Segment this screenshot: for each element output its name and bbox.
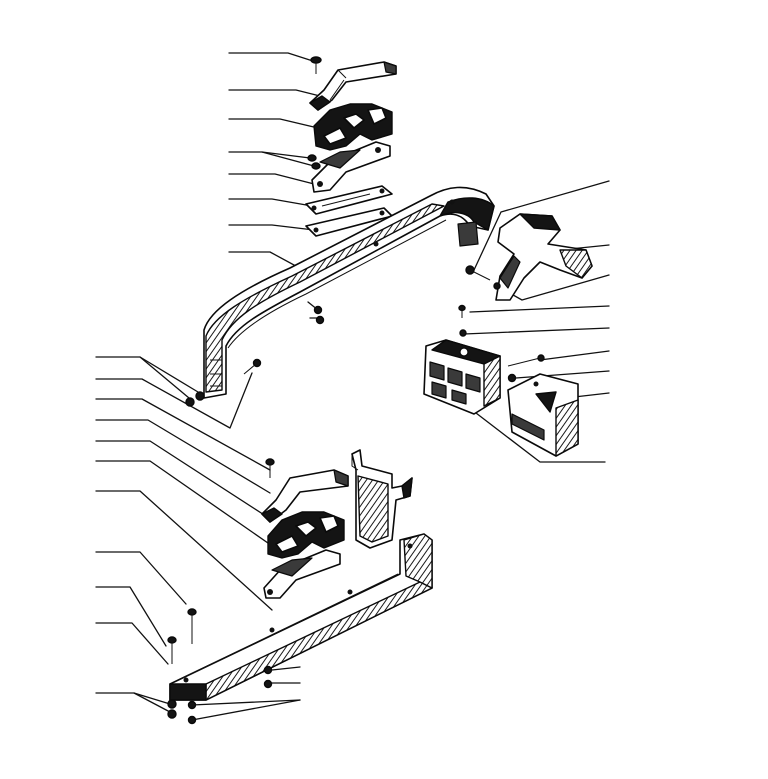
leader-line bbox=[95, 398, 271, 471]
lower-long-bolt bbox=[187, 608, 197, 644]
side-pin bbox=[493, 282, 501, 290]
leader-line bbox=[95, 551, 187, 605]
upper-small-nuts bbox=[313, 305, 325, 325]
side-stud bbox=[507, 354, 545, 367]
leader-line bbox=[515, 370, 610, 379]
upper-saddle-bracket bbox=[311, 141, 391, 193]
lower-short-bolt bbox=[167, 636, 177, 664]
leader-line bbox=[139, 356, 199, 393]
lower-l-frame-member bbox=[169, 533, 433, 701]
mounting-block bbox=[423, 339, 501, 415]
leader-line bbox=[95, 692, 171, 705]
leader-line bbox=[463, 327, 610, 335]
leader-line bbox=[475, 412, 606, 463]
lower-nuts-washers bbox=[167, 665, 273, 725]
upper-slotted-plate bbox=[305, 185, 393, 215]
leader-line bbox=[228, 224, 315, 231]
leader-line bbox=[191, 699, 301, 721]
side-nut bbox=[507, 373, 517, 383]
leader-line bbox=[271, 666, 301, 671]
upper-washers bbox=[307, 154, 321, 170]
upper-frame-end-nuts bbox=[185, 391, 205, 407]
upper-bolt bbox=[310, 56, 322, 74]
leader-line bbox=[133, 692, 171, 713]
leader-line bbox=[473, 180, 610, 271]
lower-saddle-bracket bbox=[263, 549, 341, 599]
leader-line bbox=[228, 173, 319, 186]
upper-strap-clamp bbox=[309, 61, 397, 111]
lower-rubber-cushion bbox=[267, 511, 345, 559]
leader-line bbox=[95, 460, 279, 551]
leader-line bbox=[228, 151, 311, 159]
upper-curved-frame-member bbox=[203, 186, 495, 399]
leader-line bbox=[261, 151, 315, 167]
leader-line bbox=[469, 305, 610, 313]
side-mount-bracket bbox=[495, 213, 593, 301]
leader-line bbox=[95, 419, 271, 494]
leader-lines-right bbox=[463, 180, 610, 463]
wedge-block bbox=[507, 373, 579, 457]
leader-line bbox=[95, 586, 167, 647]
lower-strap-clamp bbox=[261, 469, 349, 523]
leader-line bbox=[539, 350, 610, 361]
upper-frame-end-bolt bbox=[243, 358, 262, 375]
lower-vertical-bracket bbox=[351, 449, 413, 549]
leader-line bbox=[228, 89, 321, 97]
side-washer bbox=[458, 304, 467, 337]
lower-bolt bbox=[265, 458, 275, 478]
leader-line bbox=[228, 52, 317, 63]
leader-line bbox=[228, 118, 319, 129]
leader-line bbox=[191, 699, 301, 706]
upper-rubber-cushion bbox=[313, 103, 393, 151]
leader-line bbox=[95, 622, 169, 665]
leader-lines-upper-left bbox=[228, 52, 321, 279]
side-bracket-bolt bbox=[465, 265, 491, 281]
leader-line bbox=[95, 440, 273, 521]
leader-line bbox=[95, 490, 273, 611]
leader-line bbox=[228, 198, 313, 207]
